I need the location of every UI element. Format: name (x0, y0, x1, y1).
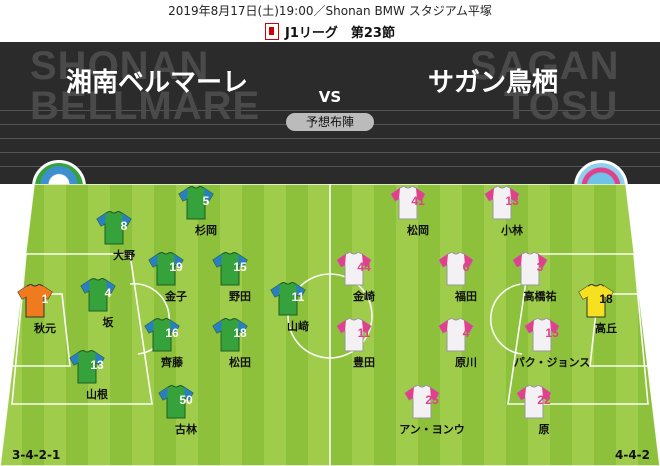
player-name: 松岡 (407, 224, 429, 237)
player-name: 小林 (501, 224, 523, 237)
player-number: 3 (536, 260, 544, 274)
player-name: 原川 (455, 356, 477, 369)
away-player: 4 原川 (438, 318, 494, 376)
player-name: 齊藤 (161, 356, 183, 369)
player-name: 高橋祐 (523, 290, 557, 303)
player-number: 13 (505, 194, 519, 208)
band-stripe (0, 166, 660, 167)
player-name: アン・ヨンウ (399, 423, 465, 436)
player-number: 44 (357, 260, 371, 274)
away-player: 3 高橋祐 (512, 252, 568, 310)
player-number: 41 (411, 194, 425, 208)
away-bg-word-2: TOSU (504, 84, 619, 128)
away-bg-word-1: SAGAN (470, 44, 620, 88)
home-player: 15 野田 (212, 252, 268, 310)
player-number: 22 (537, 393, 551, 407)
match-info: 2019年8月17日(土)19:00／Shonan BMW スタジアム平塚 (168, 4, 492, 18)
player-number: 15 (233, 260, 247, 274)
home-bg-word-2: BELLMARE (30, 84, 261, 128)
player-number: 11 (291, 290, 305, 304)
league-title: J1リーグ 第23節 (0, 22, 660, 41)
player-name: 山根 (86, 388, 108, 401)
home-formation: 3-4-2-1 (12, 448, 61, 462)
player-number: 4 (462, 326, 470, 340)
player-name: 山﨑 (287, 320, 309, 333)
player-number: 25 (425, 393, 439, 407)
home-player: 16 齊藤 (144, 318, 200, 376)
player-name: 原 (538, 423, 550, 436)
player-number: 11 (357, 326, 371, 340)
away-team-name: サガン鳥栖 (428, 68, 559, 98)
player-number: 18 (233, 326, 247, 340)
j-league-logo-icon (265, 23, 279, 40)
player-number: 8 (120, 219, 128, 233)
away-player: 18 高丘 (578, 284, 634, 342)
player-number: 50 (179, 393, 193, 407)
away-formation: 4-4-2 (614, 448, 650, 462)
player-name: 秋元 (34, 322, 56, 335)
home-player: 1 秋元 (17, 284, 73, 342)
player-name: 高丘 (595, 322, 617, 335)
player-name: 野田 (229, 290, 251, 303)
prediction-label: 予想布陣 (286, 113, 374, 131)
player-number: 19 (169, 260, 183, 274)
away-player: 44 金崎 (336, 252, 392, 310)
away-player: 11 豊田 (336, 318, 392, 376)
vs-label: VS (318, 88, 342, 106)
player-number: 16 (165, 326, 179, 340)
player-number: 6 (462, 260, 470, 274)
away-player: 6 福田 (438, 252, 494, 310)
away-player: 22 原 (516, 385, 572, 443)
away-player: 41 松岡 (390, 186, 446, 244)
band-stripe (0, 110, 660, 111)
player-name: 杉岡 (195, 224, 217, 237)
home-player: 8 大野 (96, 211, 152, 269)
player-name: 大野 (113, 249, 135, 262)
player-name: パク・ジョンス (513, 356, 591, 369)
player-number: 4 (104, 286, 112, 300)
player-number: 15 (545, 326, 559, 340)
home-player: 19 金子 (148, 252, 204, 310)
header-band: SHONAN BELLMARE SAGAN TOSU (0, 42, 660, 184)
league-label: J1リーグ 第23節 (285, 26, 395, 41)
home-player: 50 古林 (158, 385, 214, 443)
away-player: 13 小林 (484, 186, 540, 244)
band-stripe (0, 152, 660, 153)
band-stripe (0, 138, 660, 139)
player-name: 松田 (229, 356, 251, 369)
player-number: 18 (599, 292, 613, 306)
player-name: 金崎 (353, 290, 375, 303)
away-player: 25 アン・ヨンウ (399, 385, 465, 443)
home-player: 11 山﨑 (270, 282, 326, 340)
home-player: 13 山根 (69, 350, 125, 408)
away-player: 15 パク・ジョンス (514, 318, 590, 376)
player-name: 古林 (175, 423, 197, 436)
home-bg-word-1: SHONAN (30, 44, 210, 88)
home-team-name: 湘南ベルマーレ (66, 68, 249, 98)
player-name: 坂 (102, 316, 114, 329)
home-player: 18 松田 (212, 318, 268, 376)
player-name: 豊田 (353, 356, 375, 369)
player-name: 金子 (165, 290, 187, 303)
player-number: 13 (90, 358, 104, 372)
home-player: 5 杉岡 (178, 186, 234, 244)
player-name: 福田 (455, 290, 477, 303)
player-number: 5 (202, 194, 210, 208)
player-number: 1 (41, 292, 49, 306)
